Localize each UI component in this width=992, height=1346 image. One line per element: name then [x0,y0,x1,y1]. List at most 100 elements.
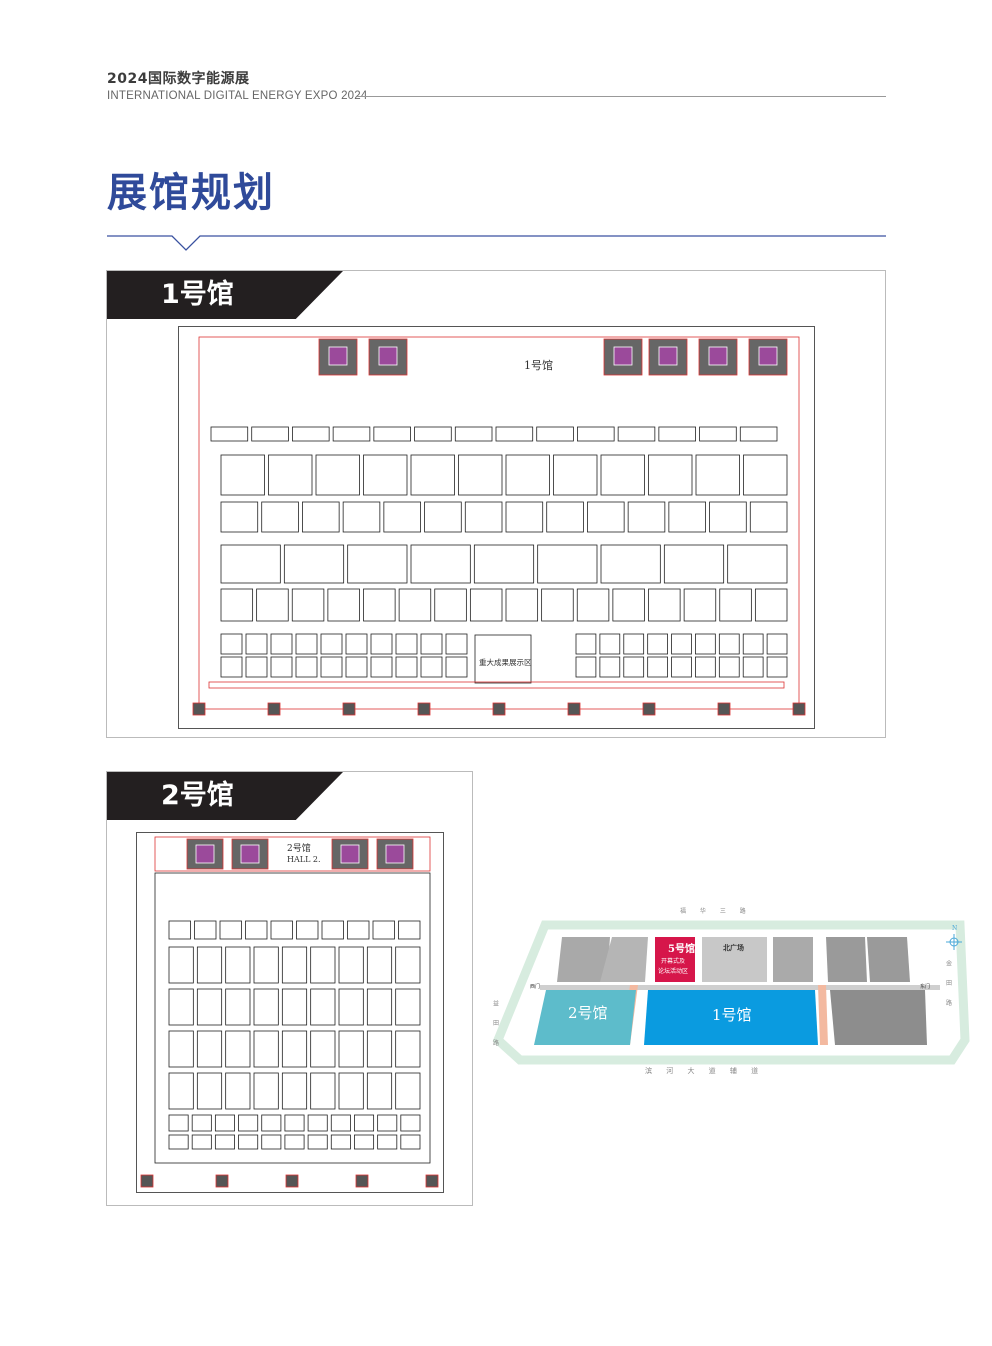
booth [168,1072,194,1110]
restroom-icon [240,844,260,864]
road-west: 益 田 路 [492,999,499,1052]
booth [291,588,325,622]
booth [270,656,293,678]
booth [576,588,610,622]
booth [338,946,364,984]
brand-subtitle: INTERNATIONAL DIGITAL ENERGY EXPO 2024 [107,90,368,102]
hall1-panel: 1号馆 1号馆 重大成果展示区 [106,270,886,738]
brand-title: 2024国际数字能源展 [107,71,250,87]
booth [742,633,764,655]
header-divider [357,96,886,97]
booth [295,633,318,655]
booth [505,454,550,496]
booth [599,656,621,678]
booth [345,656,368,678]
booth [695,656,716,678]
booth [372,920,395,940]
booth [284,1134,305,1150]
hall1-map-label: 1号馆 [712,1006,752,1024]
booth [168,1030,194,1068]
booth [256,588,289,622]
booth [469,588,503,622]
showcase-zone [474,634,532,684]
booth [434,588,467,622]
booth [395,656,418,678]
hall1-block[interactable] [644,990,818,1045]
entrance-marker [342,702,356,716]
booth [338,988,364,1026]
booth [168,988,194,1026]
booth [196,946,223,984]
booth [395,1030,421,1068]
booth [647,656,668,678]
booth [225,988,251,1026]
booth [536,426,574,442]
booth [420,633,443,655]
booth [347,920,370,940]
booth [505,501,544,533]
entrance-marker [140,1174,154,1188]
booth [395,1072,421,1110]
east-west-road [540,985,940,990]
entrance-marker [567,702,581,716]
entrance-marker [792,702,806,716]
booth [366,1030,393,1068]
booth [627,501,666,533]
booth [168,1134,189,1150]
booth [214,1134,235,1150]
booth [220,454,265,496]
road-south: 滨 河 大 道 辅 道 [645,1066,764,1075]
hall2-plan-label-en: HALL 2. [287,855,321,864]
restroom-icon [378,346,398,366]
booth [220,501,259,533]
booth [577,426,615,442]
booth [168,1114,189,1132]
booth [505,588,539,622]
booth [225,1030,251,1068]
site-map[interactable]: 5号馆 开幕式及 论坛活动区 北广场 1号馆 2号馆 西门 东门 福 华 三 路… [490,900,970,1090]
booth [398,588,432,622]
booth [648,588,681,622]
hall5-block[interactable] [655,937,695,982]
booth [245,633,268,655]
hall2-outline [154,872,431,1164]
booth [742,656,764,678]
booth [414,426,452,442]
ring-road [492,920,970,1065]
west-gate: 西门 [530,983,540,990]
booth [546,501,584,533]
booth [410,544,471,584]
hall5-sub1: 开幕式及 [661,957,685,965]
booth [575,656,597,678]
booth [410,454,455,496]
booth [363,454,408,496]
booth [268,454,313,496]
booth [541,588,574,622]
booth [473,544,535,584]
booth [270,920,293,940]
booth [220,544,281,584]
booth [445,656,468,678]
booth [458,454,503,496]
booth [699,426,737,442]
booth [345,633,368,655]
booth [537,544,598,584]
page-title: 展馆规划 [107,170,275,216]
booth [292,426,330,442]
booth [383,501,421,533]
hall1-floor-plan[interactable]: 1号馆 重大成果展示区 [178,326,815,729]
booth [366,946,393,984]
hall2-block[interactable] [534,990,636,1045]
booth [342,501,381,533]
booth [454,426,493,442]
road-north: 福 华 三 路 [680,907,752,915]
booth [445,633,468,655]
booth [253,946,279,984]
booth [327,588,360,622]
booth [225,946,251,984]
booth [617,426,656,442]
section-divider [107,235,886,251]
booth [296,920,319,940]
hall2-floor-plan[interactable]: 2号馆 HALL 2. [136,832,444,1193]
booth [283,544,345,584]
